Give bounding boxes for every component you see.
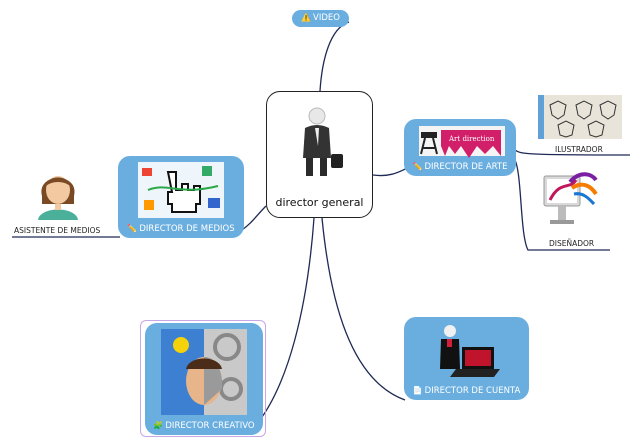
director-general-label: director general [275, 196, 364, 209]
warning-icon: ⚠️ [301, 13, 312, 22]
director-creativo-frame [140, 320, 266, 437]
pencil-icon: ✏️ [127, 224, 138, 233]
director-de-medios-node[interactable]: ✏️DIRECTOR DE MEDIOS [118, 156, 244, 238]
puzzle-icon: 🧩 [153, 421, 164, 430]
video-label: VIDEO [313, 13, 340, 23]
director-creativo-label: DIRECTOR CREATIVO [165, 421, 255, 431]
video-node[interactable]: ⚠️VIDEO [292, 10, 349, 27]
director-de-arte-node[interactable]: Art direction ✏️DIRECTOR DE ARTE [404, 119, 516, 176]
director-de-cuenta-node[interactable]: 📄DIRECTOR DE CUENTA [404, 317, 529, 400]
pencil-icon: ✏️ [412, 162, 423, 171]
director-general-node[interactable]: director general [266, 91, 373, 218]
illustrator-sketch-image [538, 95, 622, 139]
businessman-laptop-image [440, 325, 500, 377]
designer-monitor-image [543, 172, 598, 224]
creative-face-gears-image [161, 329, 247, 415]
link-video [319, 21, 350, 92]
director-de-medios-label: DIRECTOR DE MEDIOS [139, 224, 235, 234]
director-de-arte-label: DIRECTOR DE ARTE [424, 162, 508, 172]
art-direction-image: Art direction [419, 126, 505, 158]
disenador-label[interactable]: DISEÑADOR [549, 239, 595, 248]
asistente-de-medios-label[interactable]: ASISTENTE DE MEDIOS [14, 226, 101, 235]
link-ilustrador [514, 149, 631, 156]
pixel-hand-cursor-image [138, 162, 224, 218]
link-disenador [514, 159, 610, 251]
document-icon: 📄 [412, 386, 423, 395]
businessman-figure [303, 107, 343, 176]
assistant-woman-image [38, 176, 78, 220]
link-cuenta [321, 217, 406, 401]
ilustrador-label[interactable]: ILUSTRADOR [555, 145, 603, 154]
art-direction-banner-text: Art direction [448, 135, 495, 143]
director-de-cuenta-label: DIRECTOR DE CUENTA [424, 386, 521, 396]
link-creativo [249, 217, 315, 433]
director-creativo-node[interactable]: 🧩DIRECTOR CREATIVO [145, 323, 263, 435]
